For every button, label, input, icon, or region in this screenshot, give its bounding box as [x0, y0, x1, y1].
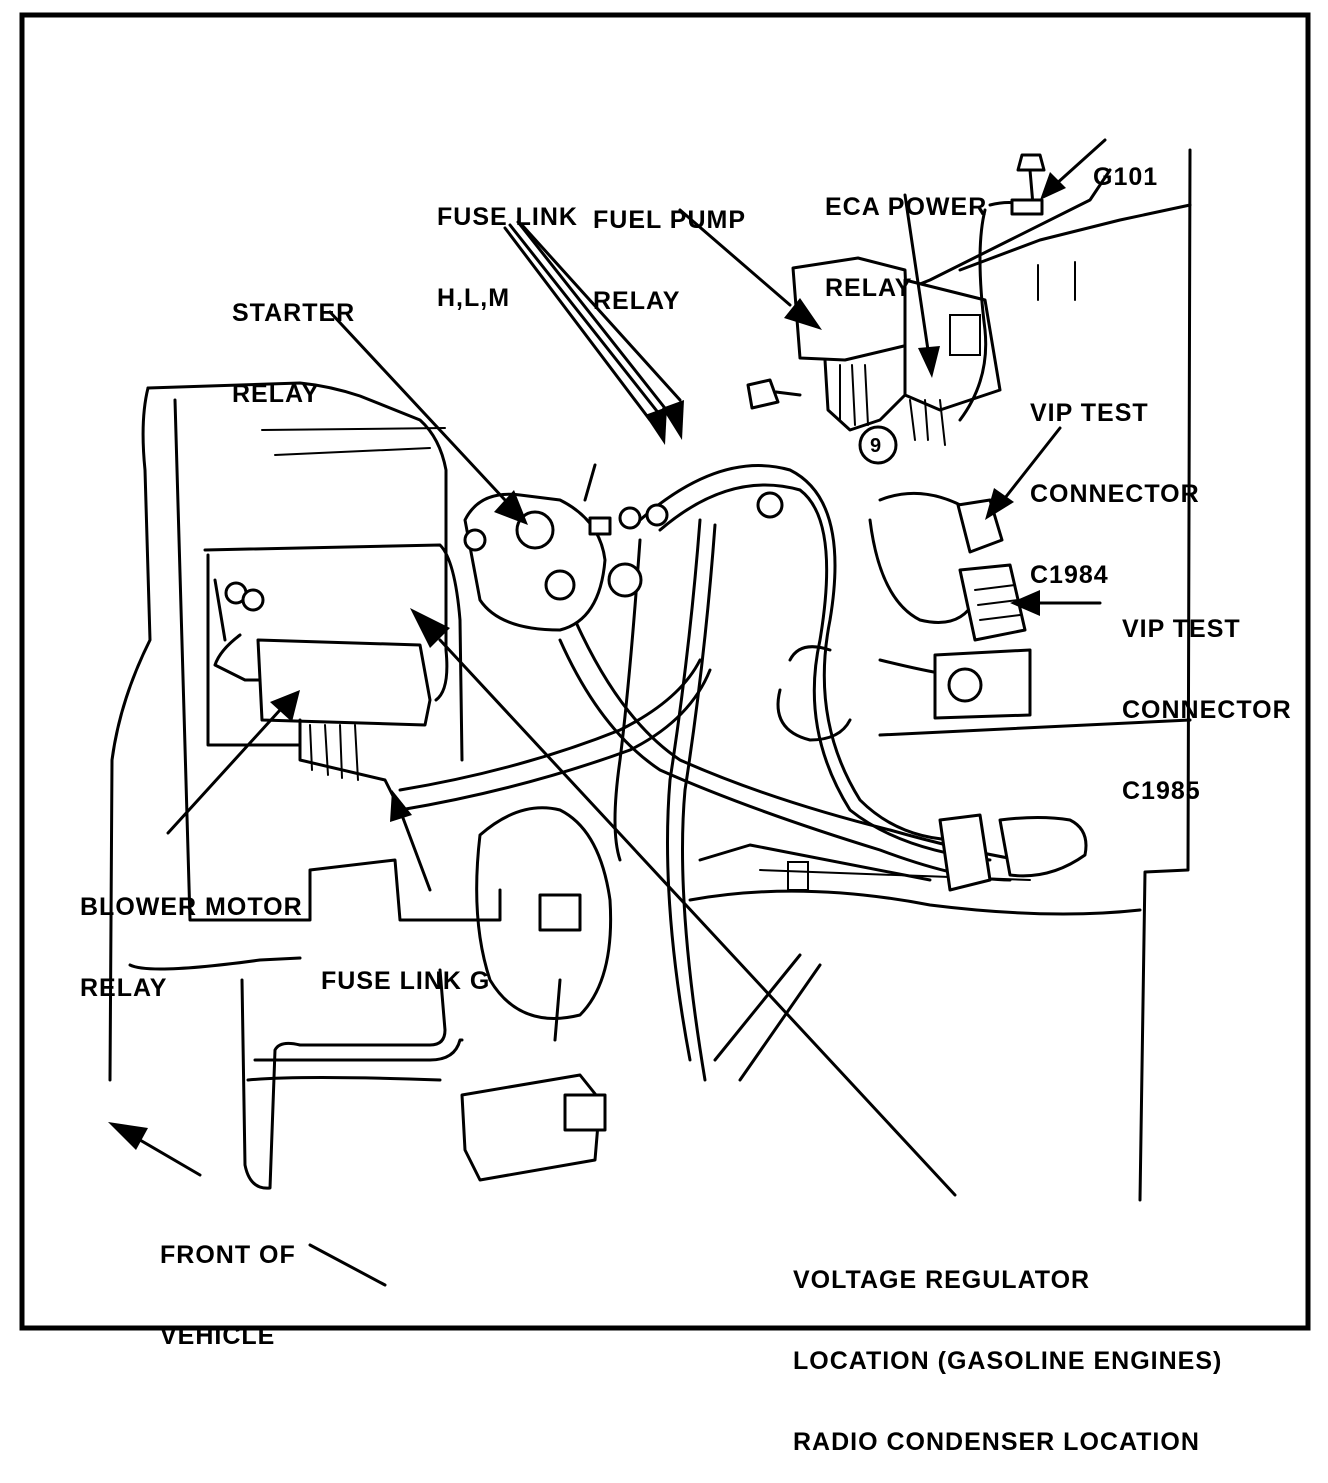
- starter-relay: [463, 463, 784, 632]
- label-g101: G101: [1093, 110, 1158, 218]
- lower-chassis: [128, 953, 822, 1190]
- label-fuse-link-g: FUSE LINK G: [321, 914, 490, 1022]
- label-fuse-link-g-text: FUSE LINK G: [321, 967, 491, 995]
- label-line: RELAY: [825, 274, 913, 302]
- label-line: VOLTAGE REGULATOR: [793, 1266, 1091, 1294]
- label-line: CONNECTOR: [1030, 480, 1200, 508]
- diagram-drawing: 9: [19, 12, 1311, 1331]
- label-vip-test-c1984: VIP TEST CONNECTOR C1984: [1030, 346, 1200, 616]
- label-line: VIP TEST: [1122, 615, 1241, 643]
- label-line: RADIO CONDENSER LOCATION: [793, 1428, 1200, 1456]
- label-line: C1984: [1030, 561, 1109, 589]
- label-line: FUEL PUMP: [593, 206, 746, 234]
- label-fuel-pump-relay: FUEL PUMP RELAY: [593, 153, 746, 342]
- label-line: RELAY: [593, 287, 681, 315]
- blower-housing: [460, 806, 613, 1182]
- vip-connectors: [933, 498, 1088, 892]
- label-line: BLOWER MOTOR: [80, 893, 303, 921]
- label-voltage-regulator: VOLTAGE REGULATOR LOCATION (GASOLINE ENG…: [793, 1213, 1222, 1483]
- label-line: FUSE LINK: [437, 203, 578, 231]
- label-line: RELAY: [232, 380, 320, 408]
- label-g101-text: G101: [1093, 163, 1159, 191]
- leader-lines: [108, 138, 1107, 1287]
- label-line: FRONT OF: [160, 1241, 296, 1269]
- label-line: STARTER: [232, 299, 356, 327]
- fender-panel: [108, 381, 502, 1082]
- wiring-diagram: 9: [19, 12, 1311, 1456]
- label-line: CONNECTOR: [1122, 696, 1292, 724]
- label-line: ECA POWER: [825, 193, 988, 221]
- g101-ground: [746, 153, 1046, 410]
- label-fuse-link-hlm: FUSE LINK H,L,M: [437, 150, 578, 339]
- label-line: C1985: [1122, 777, 1201, 805]
- label-line: RELAY: [80, 974, 168, 1002]
- label-vip-test-c1985: VIP TEST CONNECTOR C1985: [1122, 562, 1292, 832]
- svg-text:9: 9: [870, 435, 881, 457]
- figure-border: [19, 12, 1311, 1331]
- label-line: LOCATION (GASOLINE ENGINES): [793, 1347, 1223, 1375]
- label-line: VEHICLE: [160, 1322, 276, 1350]
- label-starter-relay: STARTER RELAY: [232, 246, 355, 435]
- label-front-of-vehicle: FRONT OF VEHICLE: [160, 1188, 296, 1377]
- label-line: H,L,M: [437, 284, 511, 312]
- blower-motor-relay: [213, 578, 432, 802]
- label-eca-power-relay: ECA POWER RELAY: [825, 140, 987, 329]
- firewall-body: [688, 148, 1192, 1202]
- label-blower-motor-relay: BLOWER MOTOR RELAY: [80, 840, 303, 1029]
- relay-block: 9: [791, 256, 1002, 465]
- label-line: VIP TEST: [1030, 399, 1149, 427]
